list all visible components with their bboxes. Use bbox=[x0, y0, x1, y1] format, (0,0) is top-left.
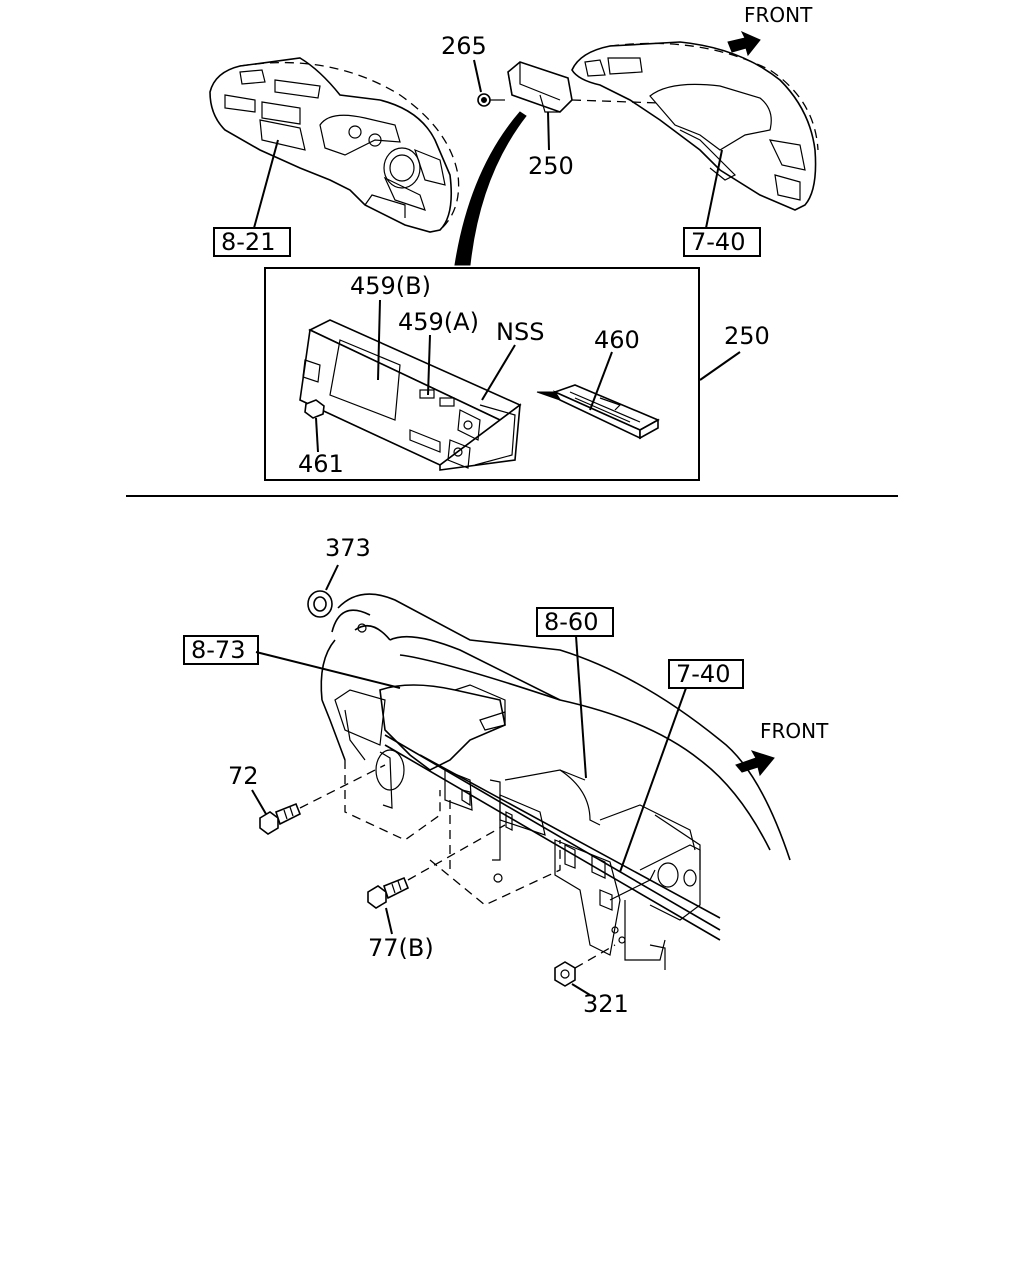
detail-pointer bbox=[454, 111, 527, 266]
ref-label-7-40-upper: 7-40 bbox=[691, 228, 745, 256]
part-461 bbox=[304, 399, 325, 419]
instrument-panel-left bbox=[209, 57, 460, 233]
ref-box-8-73 bbox=[183, 635, 259, 665]
part-label-459a: 459(A) bbox=[398, 308, 479, 336]
ref-label-8-21: 8-21 bbox=[221, 228, 275, 256]
front-label-bottom: FRONT bbox=[760, 719, 829, 743]
front-label-top: FRONT bbox=[744, 3, 813, 27]
part-label-77b: 77(B) bbox=[368, 934, 434, 962]
washer-373 bbox=[307, 590, 333, 618]
ref-box-7-40-upper bbox=[683, 227, 761, 257]
ref-box-8-21 bbox=[213, 227, 291, 257]
ref-box-8-60 bbox=[536, 607, 614, 637]
bolt-77b bbox=[367, 876, 410, 909]
instrument-panel-right bbox=[571, 41, 819, 211]
label-nss: NSS bbox=[496, 318, 544, 346]
part-label-250-upper: 250 bbox=[528, 152, 574, 180]
part-label-72: 72 bbox=[228, 762, 259, 790]
ref-label-8-60: 8-60 bbox=[544, 608, 598, 636]
part-label-459b: 459(B) bbox=[350, 272, 431, 300]
part-label-250-detail: 250 bbox=[724, 322, 770, 350]
ref-box-7-40-lower bbox=[668, 659, 744, 689]
detail-box bbox=[264, 267, 700, 481]
screw-265 bbox=[477, 93, 505, 107]
module-250 bbox=[507, 61, 573, 113]
bolt-72 bbox=[259, 802, 302, 835]
dashboard-assembly bbox=[320, 593, 791, 970]
front-arrow-bottom-icon bbox=[735, 750, 775, 777]
part-label-461: 461 bbox=[298, 450, 344, 478]
part-label-373: 373 bbox=[325, 534, 371, 562]
ref-label-7-40-lower: 7-40 bbox=[676, 660, 730, 688]
control-unit-459 bbox=[299, 319, 522, 471]
nut-321 bbox=[554, 961, 576, 987]
connector-460 bbox=[536, 384, 660, 440]
part-label-321: 321 bbox=[583, 990, 629, 1018]
ref-label-8-73: 8-73 bbox=[191, 636, 245, 664]
part-label-460: 460 bbox=[594, 326, 640, 354]
front-arrow-top-icon bbox=[727, 30, 761, 57]
part-label-265: 265 bbox=[441, 32, 487, 60]
